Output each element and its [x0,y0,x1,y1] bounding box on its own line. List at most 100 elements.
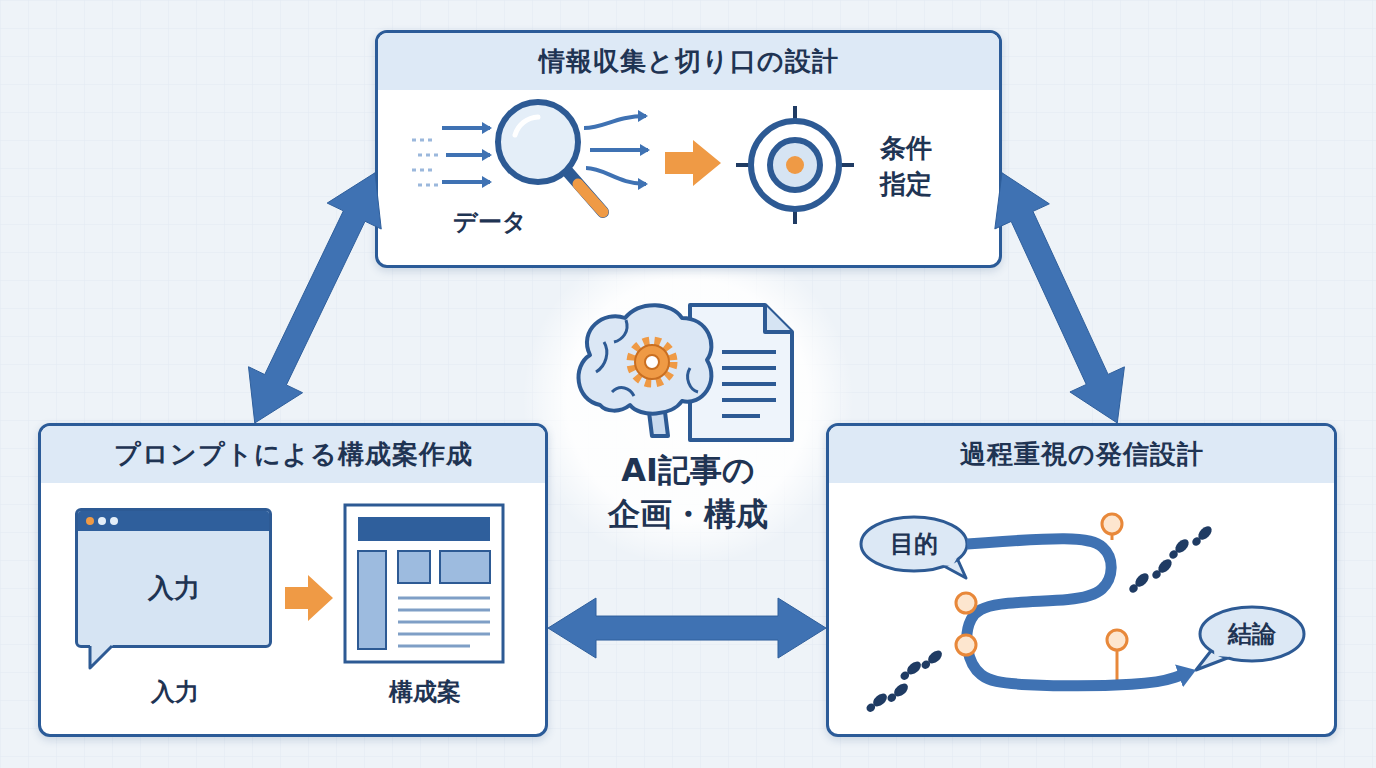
footprint-heel [920,659,932,671]
gear-teeth [631,341,673,383]
milestone-stem [1111,524,1114,540]
process-box: 情報収集と切り口の設計 [375,30,1002,268]
input-arrow [442,126,490,130]
footprint-sole [1133,571,1151,589]
magnifier-neck [568,172,603,212]
footprint [919,648,944,671]
milestone-dots [956,514,1127,655]
footprint-heel [1168,548,1180,560]
speed-line [418,184,440,187]
milestone-dot [1102,514,1122,534]
output-arrows [584,116,648,184]
layout-document-icon [345,505,503,662]
footprint [1190,524,1214,548]
brain-fold [596,342,607,372]
milestones [1112,524,1117,686]
box-title: プロンプトによる構成案作成 [41,426,545,483]
crosshair-line [736,163,764,167]
footprint-heel [865,702,877,714]
speech-bubble: 目的 [858,514,976,582]
speech-bubble: 結論 [1188,604,1306,674]
window-tail [90,646,112,668]
footprint-sole [1156,557,1174,575]
document-fold [765,305,792,332]
magnifier-handle [578,184,603,212]
footprint-sole [1173,537,1191,555]
center-title: AI記事の 企画・構成 [588,448,788,536]
document-line [722,414,760,418]
orange-arrow [285,575,333,621]
document-icon [690,305,792,440]
footprint [1150,557,1174,581]
window-dot [86,517,94,525]
window-dot [110,517,118,525]
window-tail-fill [90,644,114,668]
brain-fold [612,388,634,396]
speed-line [418,154,440,157]
footprint-sole [905,659,924,677]
footprint-sole [871,691,890,709]
bubble-outline [861,517,967,571]
footprint-sole [892,681,911,699]
footprint [1127,571,1151,595]
target-center [786,156,804,174]
bubble-tail-join [1214,647,1230,657]
footprint-sole [1196,524,1214,542]
process-box: 過程重視の発信設計目的結論 [826,423,1337,737]
footprint-heel [1128,582,1140,594]
gear-body [635,345,669,379]
bubble-text: 目的 [869,528,959,560]
edge-group [249,173,1180,686]
process-box: プロンプトによる構成案作成入力 [38,423,548,737]
layout-line [398,609,490,612]
center-circle: AI記事の 企画・構成 [523,235,853,565]
milestone-dot [956,593,976,613]
box-title: 過程重視の発信設計 [829,426,1334,483]
input-arrow [442,180,490,184]
document-page [690,305,792,440]
bubble-outline [1200,607,1304,661]
milestone-dot [1107,630,1127,650]
footprint [885,681,910,704]
gear-hole [645,355,659,369]
layout-line [398,633,490,636]
orange-arrow [665,140,721,186]
document-line [722,366,776,370]
brain-stem [648,404,668,436]
footprint [898,659,923,682]
brain-icon [579,305,712,436]
target-icon [736,106,854,224]
milestone-stem [1116,640,1119,686]
window-text: 入力 [78,531,269,645]
double-arrow [548,598,826,658]
crosshair-line [793,106,797,134]
brain-fold [688,368,698,392]
layout-header [358,517,490,541]
brain-outline [579,305,712,413]
footprint-heel [899,670,911,682]
layout-line [398,597,490,600]
document-line [722,398,776,402]
footprints [864,524,1214,715]
layout-block [398,551,430,583]
double-arrow [995,173,1125,423]
input-arrow [446,153,490,157]
milestone-dot [956,635,976,655]
speed-line [412,139,436,142]
crosshair-line [826,163,854,167]
footprint [864,691,889,714]
layout-line [398,621,490,624]
target-ring [770,140,820,190]
window-title-bar [78,511,269,531]
lens-highlight [515,117,538,135]
window-dot [98,517,106,525]
route-arrow [967,539,1180,686]
input-window: 入力 [75,508,272,648]
magnifier-icon [498,102,603,212]
brain-fold [614,320,627,342]
footprint [1167,537,1191,561]
